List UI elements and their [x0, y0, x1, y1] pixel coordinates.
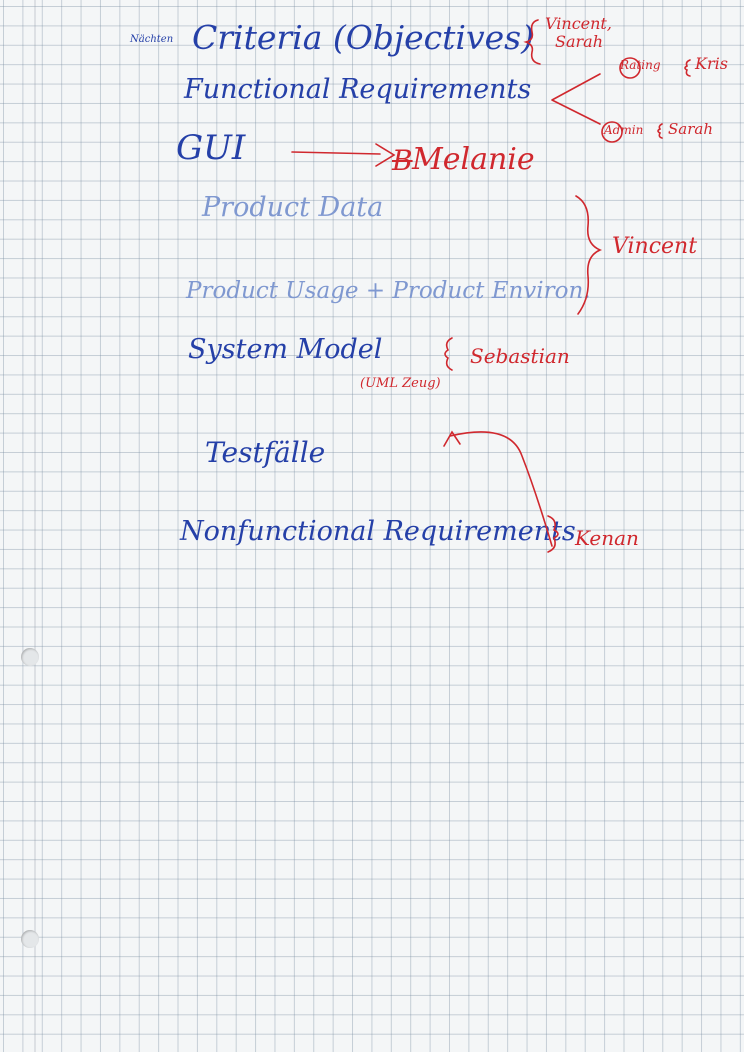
owner-vincent: Vincent, [545, 14, 612, 33]
arrow-gui-melanie [291, 151, 381, 155]
item-testfaelle: Testfälle [205, 436, 326, 469]
owner-kenan: Kenan [575, 526, 639, 550]
uml-note: (UML Zeug) [360, 376, 441, 391]
owner-melanie: Melanie [412, 142, 535, 177]
owner-kris: Kris [695, 54, 728, 73]
item-system-model: System Model [188, 334, 383, 365]
item-nonfunctional-requirements: Nonfunctional Requirements [180, 516, 576, 547]
fork-functional-requirements [551, 73, 601, 125]
arrowhead-testfaelle [443, 430, 461, 447]
owner-sarah-admin: Sarah [668, 120, 713, 138]
owner-sarah: Sarah [555, 32, 603, 51]
brace-kris [684, 59, 691, 77]
item-gui: GUI [176, 128, 246, 168]
punch-hole [21, 648, 39, 666]
item-product-usage: Product Usage + Product Environ. [186, 278, 591, 304]
paper-margin-line [34, 0, 36, 1052]
item-criteria: Criteria (Objectives) [192, 18, 534, 57]
crossed-letter: B [392, 144, 413, 177]
brace-system-model [444, 337, 453, 371]
punch-hole [21, 930, 39, 948]
item-product-data: Product Data [202, 192, 384, 223]
owner-vincent-group: Vincent [612, 234, 698, 259]
margin-note: Nächten [130, 34, 174, 45]
brace-sarah-admin [657, 123, 663, 139]
item-functional-requirements: Functional Requirements [184, 74, 532, 105]
owner-sebastian: Sebastian [470, 344, 570, 368]
branch-rating: Rating [620, 58, 661, 72]
branch-admin: Admin [604, 123, 644, 137]
